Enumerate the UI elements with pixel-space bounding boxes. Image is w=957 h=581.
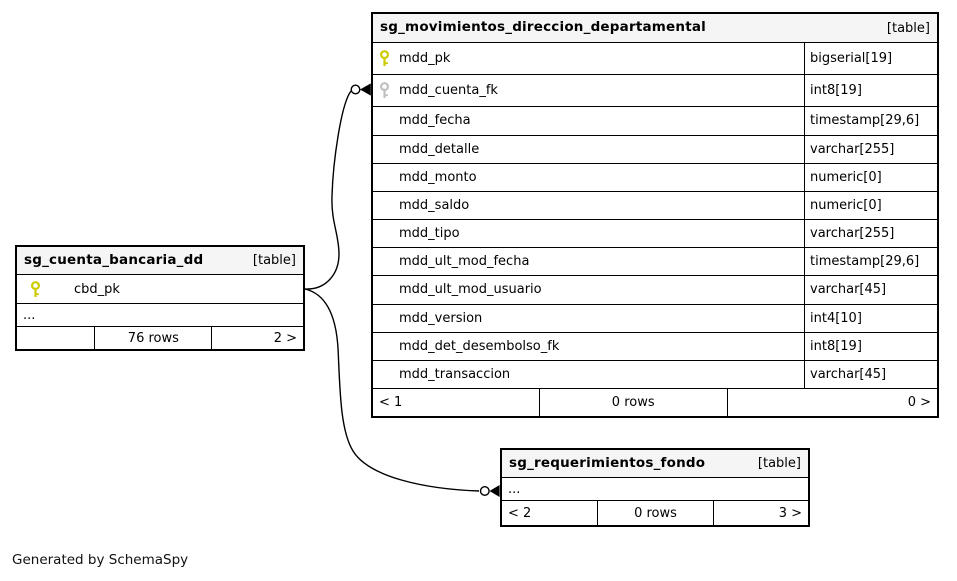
- primary-key-icon: [21, 280, 74, 298]
- table-stats-footer: 76 rows 2 >: [17, 326, 303, 350]
- table-node-sg-cuenta-bancaria-dd[interactable]: sg_cuenta_bancaria_dd [table] cbd_pk ...…: [15, 245, 305, 351]
- row-count: 76 rows: [94, 327, 211, 350]
- column-type: numeric[0]: [804, 191, 937, 220]
- column-row-mdd-fecha: mdd_fecha timestamp[29,6]: [373, 106, 937, 135]
- table-header[interactable]: sg_movimientos_direccion_departamental […: [373, 14, 937, 42]
- column-row-mdd-transaccion: mdd_transaccion varchar[45]: [373, 359, 937, 389]
- table-kind-badge: [table]: [757, 456, 801, 471]
- related-tables-right: 3 >: [713, 501, 808, 525]
- column-type: varchar[45]: [804, 360, 937, 389]
- table-title: sg_movimientos_direccion_departamental: [380, 19, 707, 36]
- table-stats-footer: < 2 0 rows 3 >: [502, 500, 808, 525]
- column-name: mdd_version: [399, 310, 483, 326]
- table-title: sg_requerimientos_fondo: [509, 454, 706, 471]
- column-name: mdd_pk: [399, 51, 451, 67]
- table-title: sg_cuenta_bancaria_dd: [24, 251, 204, 268]
- column-name: mdd_ult_mod_fecha: [399, 254, 530, 270]
- foreign-key-icon: [377, 82, 399, 99]
- generated-by-caption: Generated by SchemaSpy: [12, 552, 189, 568]
- arrowhead: [489, 485, 500, 497]
- column-name: mdd_cuenta_fk: [399, 83, 498, 99]
- column-type: varchar[255]: [804, 135, 937, 163]
- column-name: mdd_saldo: [399, 197, 470, 213]
- hidden-columns-ellipsis: ...: [17, 303, 303, 326]
- row-count: 0 rows: [538, 389, 727, 417]
- table-kind-badge: [table]: [252, 253, 296, 268]
- column-name: mdd_monto: [399, 169, 477, 185]
- table-kind-badge: [table]: [886, 20, 930, 36]
- related-tables-left: < 1: [379, 395, 403, 411]
- table-node-sg-movimientos-direccion-departamental[interactable]: sg_movimientos_direccion_departamental […: [371, 12, 939, 418]
- table-header[interactable]: sg_cuenta_bancaria_dd [table]: [17, 247, 303, 274]
- row-count: 0 rows: [596, 501, 713, 525]
- related-tables-right: 2 >: [211, 327, 303, 350]
- relationship-cuenta-to-movimientos: [304, 83, 371, 290]
- column-name: mdd_det_desembolso_fk: [399, 338, 560, 354]
- column-type: bigserial[19]: [804, 43, 937, 75]
- column-name: cbd_pk: [74, 281, 120, 297]
- column-name: mdd_transaccion: [399, 366, 511, 382]
- primary-key-icon: [377, 50, 399, 67]
- column-row-mdd-pk: mdd_pk bigserial[19]: [373, 42, 937, 75]
- column-row-mdd-ult-mod-usuario: mdd_ult_mod_usuario varchar[45]: [373, 275, 937, 304]
- column-type: int4[10]: [804, 304, 937, 332]
- column-type: timestamp[29,6]: [804, 248, 937, 276]
- related-tables-right: 0 >: [726, 389, 937, 417]
- table-node-sg-requerimientos-fondo[interactable]: sg_requerimientos_fondo [table] ... < 2 …: [500, 448, 810, 527]
- column-row-mdd-tipo: mdd_tipo varchar[255]: [373, 219, 937, 248]
- column-row-mdd-ult-mod-fecha: mdd_ult_mod_fecha timestamp[29,6]: [373, 247, 937, 276]
- column-type: timestamp[29,6]: [804, 107, 937, 135]
- column-type: varchar[45]: [804, 276, 937, 304]
- column-row-mdd-saldo: mdd_saldo numeric[0]: [373, 190, 937, 220]
- column-name: mdd_tipo: [399, 226, 460, 242]
- zero-or-one-circle: [479, 486, 490, 497]
- arrowhead: [360, 83, 371, 96]
- column-row-mdd-monto: mdd_monto numeric[0]: [373, 162, 937, 191]
- table-header[interactable]: sg_requerimientos_fondo [table]: [502, 450, 808, 477]
- column-row-cbd-pk: cbd_pk: [17, 274, 303, 303]
- zero-or-one-circle: [350, 84, 361, 95]
- column-row-mdd-cuenta-fk: mdd_cuenta_fk int8[19]: [373, 74, 937, 107]
- column-type: int8[19]: [804, 332, 937, 360]
- related-tables-left: [17, 327, 94, 350]
- column-name: mdd_ult_mod_usuario: [399, 282, 542, 298]
- column-row-mdd-detalle: mdd_detalle varchar[255]: [373, 134, 937, 163]
- table-stats-footer: < 1 0 rows 0 >: [373, 388, 937, 417]
- column-name: mdd_detalle: [399, 141, 480, 157]
- column-type: int8[19]: [804, 75, 937, 107]
- column-name: mdd_fecha: [399, 113, 471, 129]
- related-tables-left: < 2: [508, 505, 532, 521]
- column-row-mdd-version: mdd_version int4[10]: [373, 303, 937, 332]
- column-type: numeric[0]: [804, 163, 937, 191]
- hidden-columns-ellipsis: ...: [502, 477, 808, 500]
- column-type: varchar[255]: [804, 220, 937, 248]
- column-row-mdd-det-desembolso-fk: mdd_det_desembolso_fk int8[19]: [373, 331, 937, 360]
